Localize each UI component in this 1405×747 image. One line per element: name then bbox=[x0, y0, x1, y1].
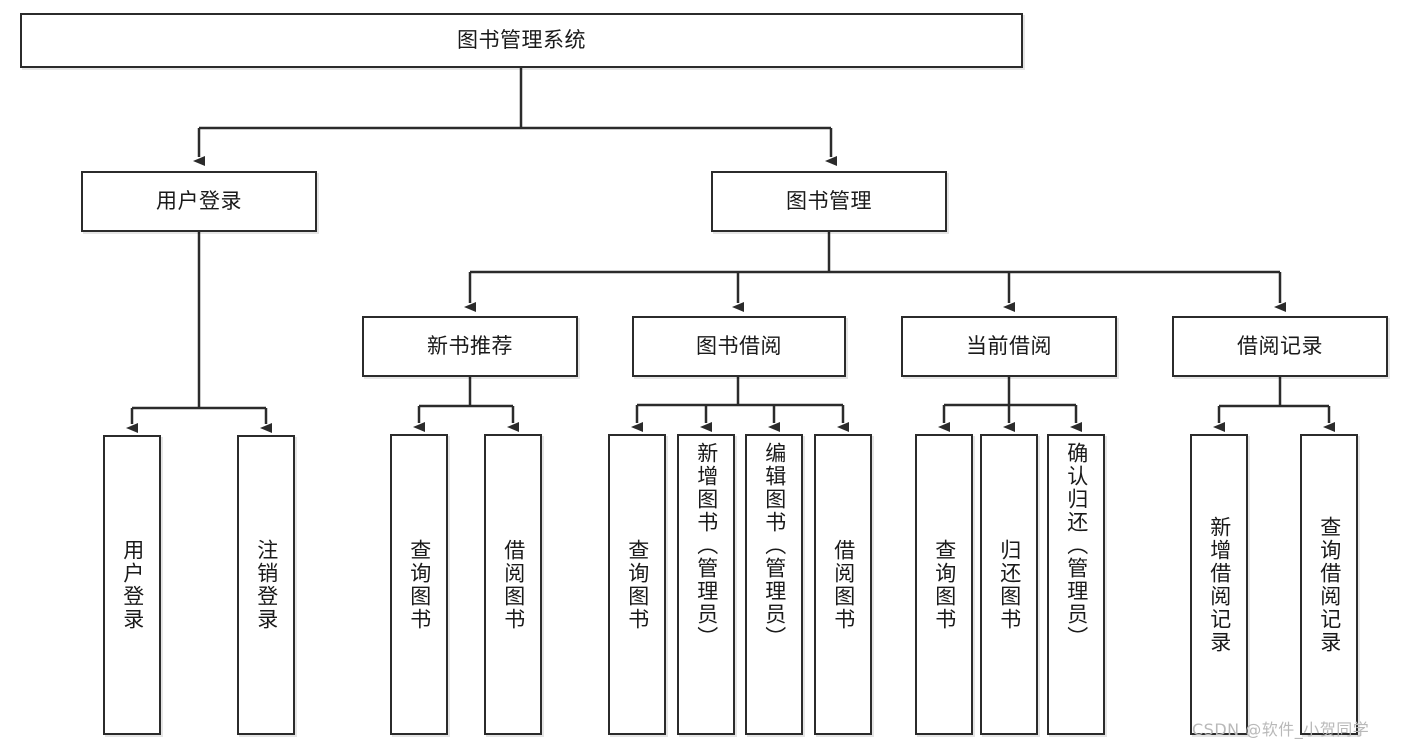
leaf-logout[interactable]: 注销登录 bbox=[237, 435, 295, 735]
leaf-add-book[interactable]: 新增图书（管理员） bbox=[677, 434, 735, 735]
node-root-label: 图书管理系统 bbox=[457, 28, 586, 52]
node-current-borrow-label: 当前借阅 bbox=[966, 334, 1052, 358]
leaf-query-book-1[interactable]: 查询图书 bbox=[390, 434, 448, 735]
node-borrow-record[interactable]: 借阅记录 bbox=[1172, 316, 1388, 377]
leaf-add-record[interactable]: 新增借阅记录 bbox=[1190, 434, 1248, 735]
node-user-login-label: 用户登录 bbox=[156, 189, 242, 213]
node-book-borrow[interactable]: 图书借阅 bbox=[632, 316, 846, 377]
leaf-borrow-book-2[interactable]: 借阅图书 bbox=[814, 434, 872, 735]
leaf-query-book-2-label: 查询图书 bbox=[625, 538, 650, 631]
node-new-book-recommend-label: 新书推荐 bbox=[427, 334, 513, 358]
leaf-add-book-label: 新增图书（管理员） bbox=[694, 442, 719, 649]
node-user-login[interactable]: 用户登录 bbox=[81, 171, 317, 232]
node-root[interactable]: 图书管理系统 bbox=[20, 13, 1023, 68]
leaf-query-book-2[interactable]: 查询图书 bbox=[608, 434, 666, 735]
leaf-return-book[interactable]: 归还图书 bbox=[980, 434, 1038, 735]
leaf-query-record-label: 查询借阅记录 bbox=[1317, 515, 1342, 654]
leaf-borrow-book-1[interactable]: 借阅图书 bbox=[484, 434, 542, 735]
leaf-query-record[interactable]: 查询借阅记录 bbox=[1300, 434, 1358, 735]
leaf-user-login[interactable]: 用户登录 bbox=[103, 435, 161, 735]
leaf-logout-label: 注销登录 bbox=[254, 539, 279, 631]
watermark-text: CSDN @软件_小贺同学 bbox=[1192, 720, 1370, 739]
leaf-user-login-label: 用户登录 bbox=[120, 539, 145, 631]
node-book-management[interactable]: 图书管理 bbox=[711, 171, 947, 232]
leaf-confirm-return-label: 确认归还（管理员） bbox=[1064, 442, 1089, 649]
node-book-borrow-label: 图书借阅 bbox=[696, 334, 782, 358]
leaf-edit-book-label: 编辑图书（管理员） bbox=[762, 442, 787, 649]
leaf-query-book-1-label: 查询图书 bbox=[407, 538, 432, 631]
leaf-return-book-label: 归还图书 bbox=[997, 538, 1022, 631]
leaf-borrow-book-1-label: 借阅图书 bbox=[501, 538, 526, 631]
leaf-query-book-3-label: 查询图书 bbox=[932, 538, 957, 631]
node-borrow-record-label: 借阅记录 bbox=[1237, 334, 1323, 358]
leaf-borrow-book-2-label: 借阅图书 bbox=[831, 538, 856, 631]
leaf-confirm-return[interactable]: 确认归还（管理员） bbox=[1047, 434, 1105, 735]
node-current-borrow[interactable]: 当前借阅 bbox=[901, 316, 1117, 377]
leaf-query-book-3[interactable]: 查询图书 bbox=[915, 434, 973, 735]
leaf-edit-book[interactable]: 编辑图书（管理员） bbox=[745, 434, 803, 735]
node-new-book-recommend[interactable]: 新书推荐 bbox=[362, 316, 578, 377]
leaf-add-record-label: 新增借阅记录 bbox=[1207, 515, 1232, 654]
node-book-management-label: 图书管理 bbox=[786, 189, 872, 213]
